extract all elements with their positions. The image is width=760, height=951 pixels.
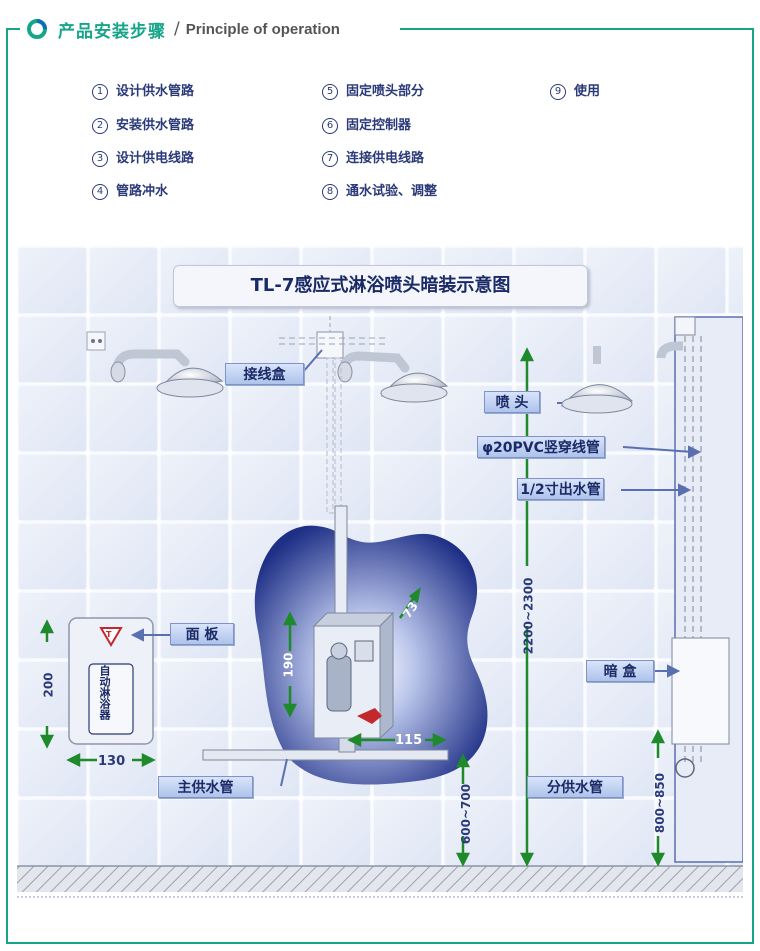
shower-head-left: [110, 349, 224, 398]
dim-main-pipe-height: 600~700: [459, 783, 474, 845]
dim-panel-height: 200: [41, 672, 56, 698]
panel-text: 自动淋浴器: [98, 665, 111, 720]
dim-head-height: 2200~2300: [521, 577, 536, 655]
controller-box: [312, 611, 395, 740]
frame-top-left: [6, 28, 20, 30]
frame-top-right: [400, 28, 754, 30]
dim-panel-width: 130: [98, 754, 126, 769]
label-main-pipe: 主供水管: [158, 776, 253, 798]
panel-badge: T: [106, 630, 112, 639]
diagram-title: TL-7感应式淋浴喷头暗装示意图: [173, 265, 588, 307]
right-wall-install: [560, 316, 743, 863]
shower-head-center: [337, 351, 449, 403]
label-shower-head: 喷 头: [484, 391, 540, 413]
header-title-en: Principle of operation: [185, 20, 340, 38]
ring-logo-icon: [27, 19, 47, 39]
content-frame: [6, 28, 754, 944]
control-panel: [68, 617, 154, 745]
dim-box-width: 115: [395, 733, 423, 748]
label-branch-pipe: 分供水管: [527, 776, 623, 798]
label-outlet-pipe: 1/2寸出水管: [517, 478, 604, 500]
section-header: 产品安装步骤 / Principle of operation: [26, 14, 346, 44]
junction-box: [316, 331, 344, 359]
floor: [17, 866, 743, 892]
switch-plate: [86, 331, 106, 351]
dim-box-height: 190: [281, 652, 296, 678]
label-hidden-box: 暗 盒: [586, 660, 654, 682]
header-separator: /: [174, 19, 180, 39]
label-panel: 面 板: [170, 623, 234, 645]
bottom-divider: [17, 896, 743, 898]
label-junction-box: 接线盒: [225, 363, 304, 385]
header-title-cn: 产品安装步骤: [58, 21, 166, 42]
installation-diagram: [17, 246, 743, 892]
label-pvc-conduit: φ20PVC竖穿线管: [477, 436, 605, 458]
dim-box-floor-height: 800~850: [653, 772, 668, 834]
